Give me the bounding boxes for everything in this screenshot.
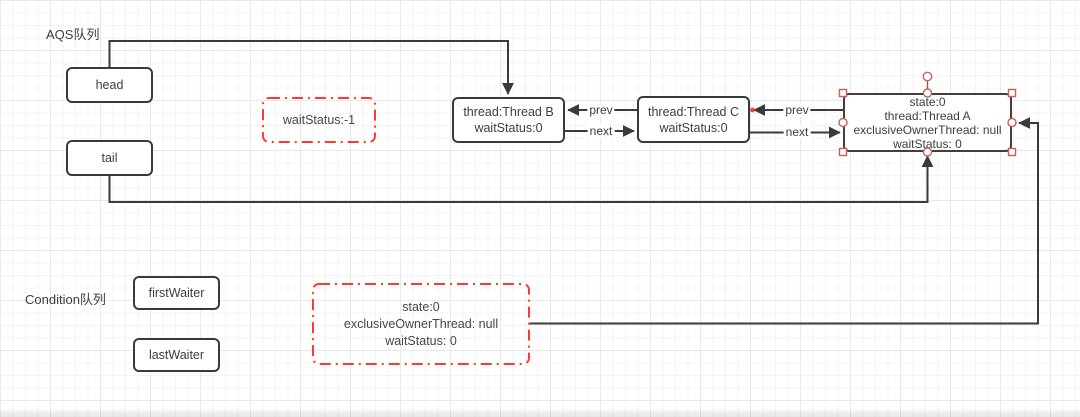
connection-point-dot [750, 107, 755, 113]
edge-condition-note-to-thread-a[interactable] [530, 117, 1039, 325]
node-head[interactable]: head [66, 67, 153, 103]
node-line: waitStatus:0 [659, 120, 728, 135]
node-line: waitStatus: 0 [893, 136, 962, 151]
node-line: state:0 [909, 94, 946, 109]
aqs-queue-label: AQS队列 [46, 27, 100, 42]
node-thread-a[interactable]: state:0 thread:Thread A exclusiveOwnerTh… [843, 93, 1012, 152]
node-thread-b[interactable]: thread:Thread B waitStatus:0 [452, 97, 565, 143]
edge-label-next[interactable]: next [587, 124, 615, 138]
node-first-waiter[interactable]: firstWaiter [133, 276, 220, 310]
condition-state-note-border[interactable] [312, 283, 530, 365]
node-last-waiter[interactable]: lastWaiter [133, 338, 220, 372]
note-line: waitStatus:-1 [282, 112, 356, 127]
edge-head-to-thread-b[interactable] [108, 40, 514, 95]
node-line: thread:Thread A [884, 108, 971, 123]
node-thread-c[interactable]: thread:Thread C waitStatus:0 [637, 96, 750, 143]
edge-label-prev[interactable]: prev [587, 103, 615, 117]
edge-label-next[interactable]: next [783, 125, 811, 139]
condition-state-note[interactable]: state:0 exclusiveOwnerThread: null waitS… [312, 283, 530, 365]
edge-tail-to-thread-a[interactable] [108, 155, 934, 203]
node-tail[interactable]: tail [66, 140, 153, 176]
wait-status-note-border[interactable] [262, 97, 376, 143]
note-line: exclusiveOwnerThread: null [343, 316, 499, 331]
node-line: thread:Thread C [647, 104, 740, 119]
note-line: state:0 [402, 299, 440, 314]
condition-queue-label: Condition队列 [25, 292, 106, 307]
node-head-label: head [95, 78, 124, 92]
node-line: exclusiveOwnerThread: null [853, 122, 1002, 137]
node-tail-label: tail [101, 151, 118, 165]
note-line: waitStatus: 0 [385, 333, 457, 348]
node-line: waitStatus:0 [474, 121, 543, 135]
wait-status-note[interactable]: waitStatus:-1 [262, 97, 376, 143]
node-first-waiter-label: firstWaiter [148, 286, 205, 300]
edge-label-prev[interactable]: prev [783, 103, 811, 117]
node-line: thread:Thread B [463, 105, 554, 119]
node-last-waiter-label: lastWaiter [148, 348, 205, 362]
